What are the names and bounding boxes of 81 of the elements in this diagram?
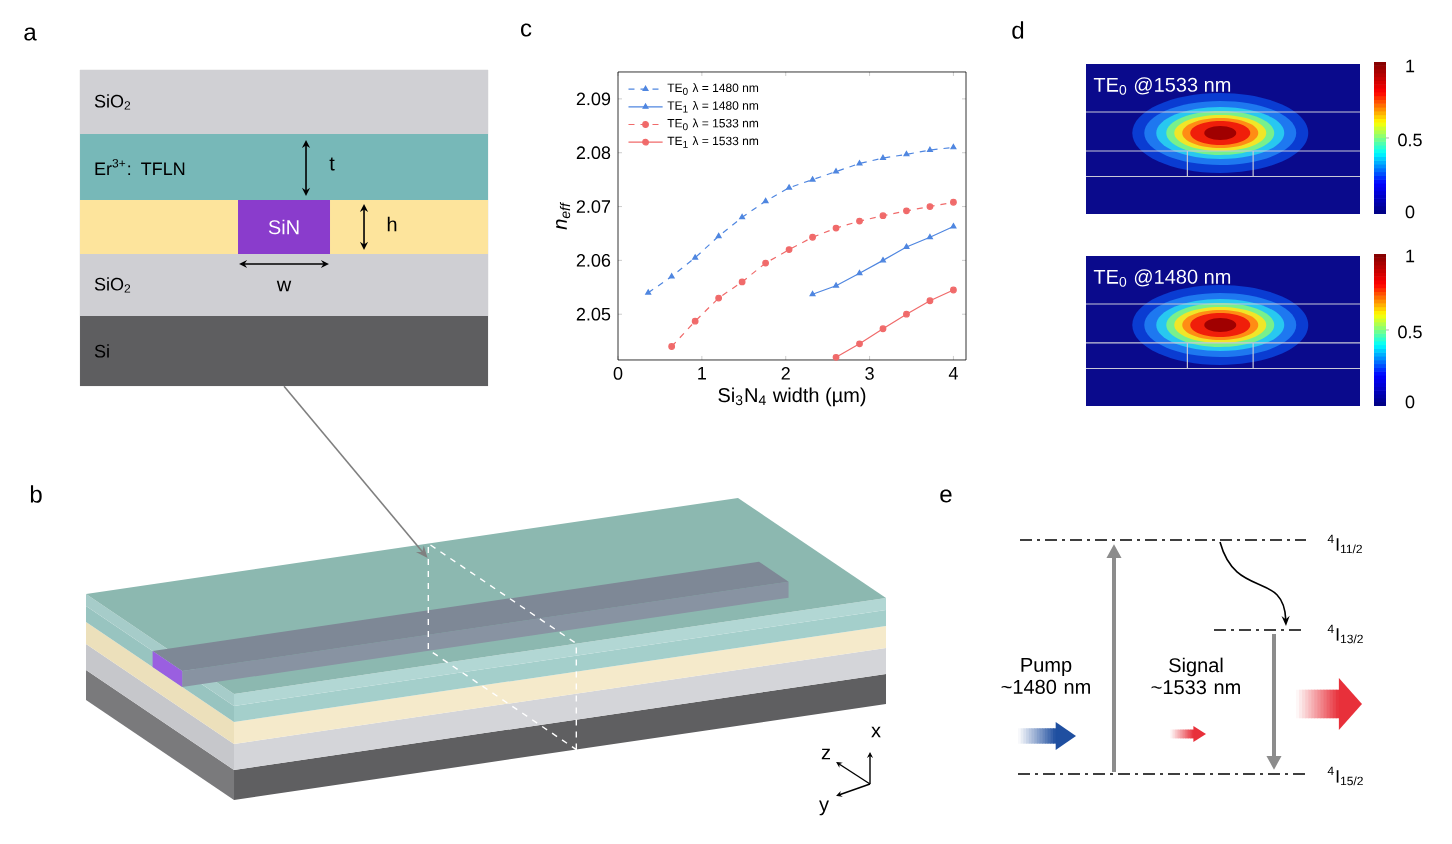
- point: [856, 340, 863, 348]
- y-tick-label: 2.09: [576, 92, 611, 106]
- point: [950, 143, 957, 150]
- point: [856, 217, 863, 225]
- point: [926, 203, 934, 210]
- colorbar-tick-label: 0.5: [1398, 133, 1422, 147]
- level-label: $^{4}$I$_{15/2}$: [1327, 766, 1363, 786]
- layer-stack: [79, 69, 489, 387]
- point: [668, 343, 676, 350]
- level-label: $^{4}$I$_{13/2}$: [1327, 624, 1363, 644]
- wavelength-label: Pump ~1480 nm: [1001, 658, 1090, 694]
- point: [833, 282, 840, 288]
- axis-label: y: [819, 800, 829, 816]
- panel-letter: d: [1012, 21, 1024, 39]
- point: [926, 146, 933, 153]
- point: [739, 213, 746, 220]
- point: [691, 317, 699, 325]
- substrate-layer: Si: [80, 316, 488, 386]
- point: [879, 256, 887, 263]
- panel-letter: a: [24, 27, 37, 41]
- panel-letter: e: [940, 489, 952, 503]
- colorbar-tick-label: 0: [1405, 205, 1415, 219]
- dimension-label: w: [276, 280, 292, 292]
- point: [809, 233, 816, 241]
- panel-letter: c: [521, 23, 532, 37]
- panel-letter: b: [30, 485, 42, 503]
- point: [950, 223, 957, 229]
- colorbar-tick-label: 1: [1406, 249, 1415, 263]
- y-tick-label: 2.08: [576, 146, 611, 160]
- x-tick-label: 1: [698, 367, 706, 380]
- point: [715, 232, 722, 239]
- point: [833, 168, 840, 174]
- x-tick-label: 0: [613, 367, 623, 380]
- dimension-label: t: [329, 157, 335, 171]
- cladding-layer: SiO$_{2}$: [80, 70, 488, 134]
- y-tick-label: 2.05: [576, 307, 611, 321]
- point: [926, 297, 934, 305]
- colorbar-tick-label: 0.5: [1398, 325, 1422, 339]
- point: [692, 254, 699, 260]
- y-axis-title: n$_{eff}$: [556, 201, 571, 230]
- point: [738, 278, 746, 286]
- colorbar-tick-label: 1: [1406, 59, 1415, 73]
- point: [832, 353, 840, 361]
- point: [926, 233, 933, 240]
- dimension-label: h: [387, 216, 397, 232]
- cross-section-plane: [427, 542, 577, 751]
- mode-label: TE$_{0}$ @1533 nm: [1093, 77, 1231, 95]
- point: [645, 289, 652, 295]
- point: [668, 273, 675, 279]
- point: [785, 246, 793, 254]
- x-tick-label: 2: [781, 367, 790, 380]
- axis-label: x: [871, 726, 881, 738]
- colorbar-tick-label: 0: [1405, 395, 1415, 409]
- waveguide-core: SiN: [238, 200, 330, 254]
- y-tick-label: 2.06: [576, 254, 611, 267]
- wavelength-label: Signal ~1533 nm: [1151, 657, 1240, 695]
- point: [856, 269, 863, 276]
- mode-label: TE$_{0}$ @1480 nm: [1093, 269, 1231, 287]
- point: [832, 224, 840, 232]
- level-label: $^{4}$I$_{11/2}$: [1327, 534, 1362, 554]
- x-tick-label: 4: [948, 367, 958, 380]
- point: [903, 243, 910, 249]
- point: [879, 325, 887, 333]
- point: [950, 286, 957, 294]
- point: [950, 198, 957, 206]
- y-tick-label: 2.07: [576, 200, 611, 213]
- point: [786, 184, 793, 190]
- point: [903, 207, 910, 215]
- point: [879, 212, 887, 220]
- point: [715, 294, 723, 302]
- point: [762, 197, 769, 204]
- point: [879, 154, 887, 161]
- axis-label: z: [821, 748, 830, 760]
- point: [903, 310, 910, 318]
- point: [856, 160, 863, 166]
- point: [809, 290, 816, 297]
- point: [762, 259, 769, 267]
- x-tick-label: 3: [865, 367, 874, 380]
- point: [903, 150, 910, 157]
- point: [809, 176, 816, 182]
- x-axis-title: Si$_{3}$N$_{4}$ width (µm): [718, 387, 866, 407]
